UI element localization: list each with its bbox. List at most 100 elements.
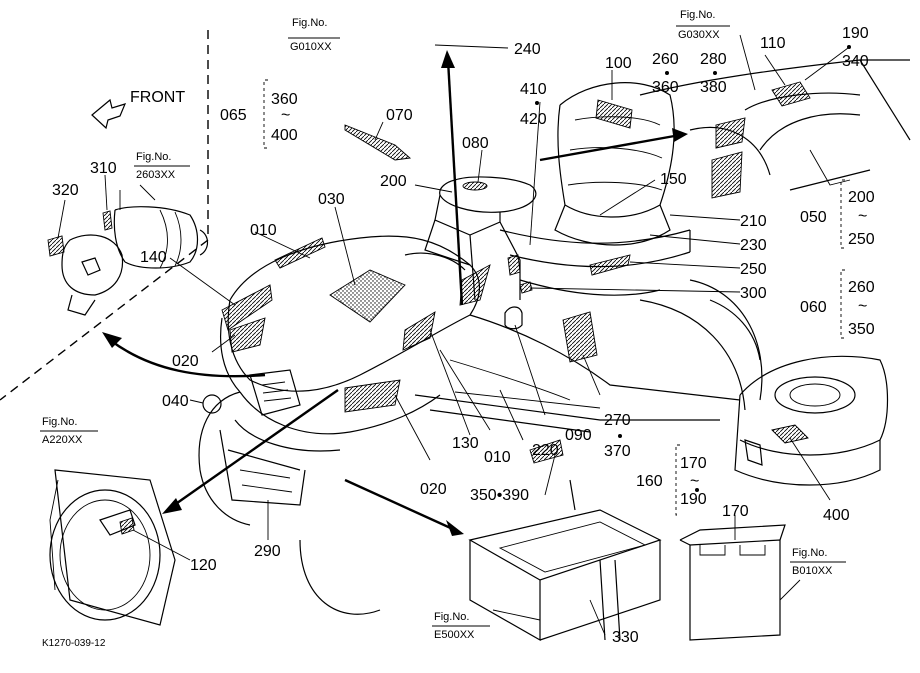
decal-360-380 xyxy=(711,151,743,199)
front-label: FRONT xyxy=(130,89,185,106)
fig-ref-2603-number: 2603XX xyxy=(136,169,176,181)
label-360-upper: 360 xyxy=(652,79,679,96)
label-400-range-end: 400 xyxy=(271,127,298,144)
fig-ref-a220-title: Fig.No. xyxy=(42,416,77,428)
decal-020-right xyxy=(344,379,401,413)
label-330: 330 xyxy=(612,629,639,646)
part-labels: 240 190 340 110 260 280 360 380 100 410 … xyxy=(52,25,875,646)
label-170: 170 xyxy=(722,503,749,520)
label-370: 370 xyxy=(604,443,631,460)
decal-070 xyxy=(344,124,412,161)
fig-ref-e500-title: Fig.No. xyxy=(434,611,469,623)
label-050: 050 xyxy=(800,209,827,226)
decal-020-left xyxy=(229,317,266,353)
label-160-tilde: ~ xyxy=(690,473,699,490)
label-270: 270 xyxy=(604,412,631,429)
label-060: 060 xyxy=(800,299,827,316)
label-220: 220 xyxy=(532,442,559,459)
label-070: 070 xyxy=(386,107,413,124)
label-280: 280 xyxy=(700,51,727,68)
decal-320 xyxy=(47,235,65,257)
label-010-lower: 010 xyxy=(484,449,511,466)
fig-ref-g010-title: Fig.No. xyxy=(292,17,327,29)
label-110: 110 xyxy=(760,35,786,52)
label-200-upper: 200 xyxy=(380,173,407,190)
direction-arrows xyxy=(102,50,688,536)
fig-ref-b010-number: B010XX xyxy=(792,565,833,577)
fig-ref-g010-number: G010XX xyxy=(290,41,332,53)
part-090-knob xyxy=(504,306,523,330)
label-065: 065 xyxy=(220,107,247,124)
decal-270 xyxy=(562,311,598,363)
label-250-range-end: 250 xyxy=(848,231,875,248)
inset-boundary xyxy=(0,30,209,401)
label-290: 290 xyxy=(254,543,281,560)
label-010-upper: 010 xyxy=(250,222,277,239)
fig-ref-g030-title: Fig.No. xyxy=(680,9,715,21)
label-360-range-start: 360 xyxy=(271,91,298,108)
front-arrow-icon xyxy=(91,98,127,130)
label-230: 230 xyxy=(740,237,767,254)
label-040: 040 xyxy=(162,393,189,410)
label-120: 120 xyxy=(190,557,217,574)
label-140: 140 xyxy=(140,249,167,266)
label-020-lower: 020 xyxy=(420,481,447,498)
range-brackets xyxy=(263,79,845,516)
decal-140 xyxy=(221,284,273,331)
label-250: 250 xyxy=(740,261,767,278)
label-350-390: 350•390 xyxy=(470,487,529,504)
label-170-range-start: 170 xyxy=(680,455,707,472)
label-410: 410 xyxy=(520,81,547,98)
label-400: 400 xyxy=(823,507,850,524)
label-100: 100 xyxy=(605,55,632,72)
decal-300 xyxy=(519,281,533,294)
fig-ref-a220-number: A220XX xyxy=(42,434,83,446)
label-160: 160 xyxy=(636,473,663,490)
label-260-range-start: 260 xyxy=(848,279,875,296)
decal-110 xyxy=(771,81,811,107)
label-310: 310 xyxy=(90,160,117,177)
label-350-range-end: 350 xyxy=(848,321,875,338)
decal-130 xyxy=(402,311,436,351)
decal-410-420 xyxy=(507,254,521,276)
label-060-tilde: ~ xyxy=(858,298,867,315)
fig-ref-b010-title: Fig.No. xyxy=(792,547,827,559)
part-040-cap xyxy=(202,394,222,414)
decal-080 xyxy=(462,181,488,191)
figure-references: Fig.No. G010XX Fig.No. G030XX Fig.No. 26… xyxy=(40,9,846,641)
label-065-tilde: ~ xyxy=(281,107,290,124)
fig-ref-e500-number: E500XX xyxy=(434,629,475,641)
label-340: 340 xyxy=(842,53,869,70)
decal-400 xyxy=(771,424,809,444)
label-130: 130 xyxy=(452,435,479,452)
label-150: 150 xyxy=(660,171,687,188)
label-210: 210 xyxy=(740,213,767,230)
decal-030 xyxy=(329,269,406,323)
fig-ref-g030-number: G030XX xyxy=(678,29,720,41)
label-420: 420 xyxy=(520,111,547,128)
label-200-range-start: 200 xyxy=(848,189,875,206)
leader-lines xyxy=(57,34,849,636)
label-240: 240 xyxy=(514,41,541,58)
front-indicator: FRONT xyxy=(91,89,185,130)
label-190: 190 xyxy=(842,25,869,42)
decal-250 xyxy=(589,254,631,276)
label-320: 320 xyxy=(52,182,79,199)
drawing-number: K1270-039-12 xyxy=(42,638,106,649)
label-030: 030 xyxy=(318,191,345,208)
label-260-upper: 260 xyxy=(652,51,679,68)
decals xyxy=(47,81,811,535)
decal-260-280 xyxy=(715,117,746,149)
decal-120 xyxy=(119,517,135,535)
label-380: 380 xyxy=(700,79,727,96)
label-300: 300 xyxy=(740,285,767,302)
fig-ref-2603-title: Fig.No. xyxy=(136,151,171,163)
label-050-tilde: ~ xyxy=(858,208,867,225)
decal-310 xyxy=(102,210,113,231)
label-090: 090 xyxy=(565,427,592,444)
label-080: 080 xyxy=(462,135,489,152)
label-020-left: 020 xyxy=(172,353,199,370)
decal-100 xyxy=(595,99,633,129)
